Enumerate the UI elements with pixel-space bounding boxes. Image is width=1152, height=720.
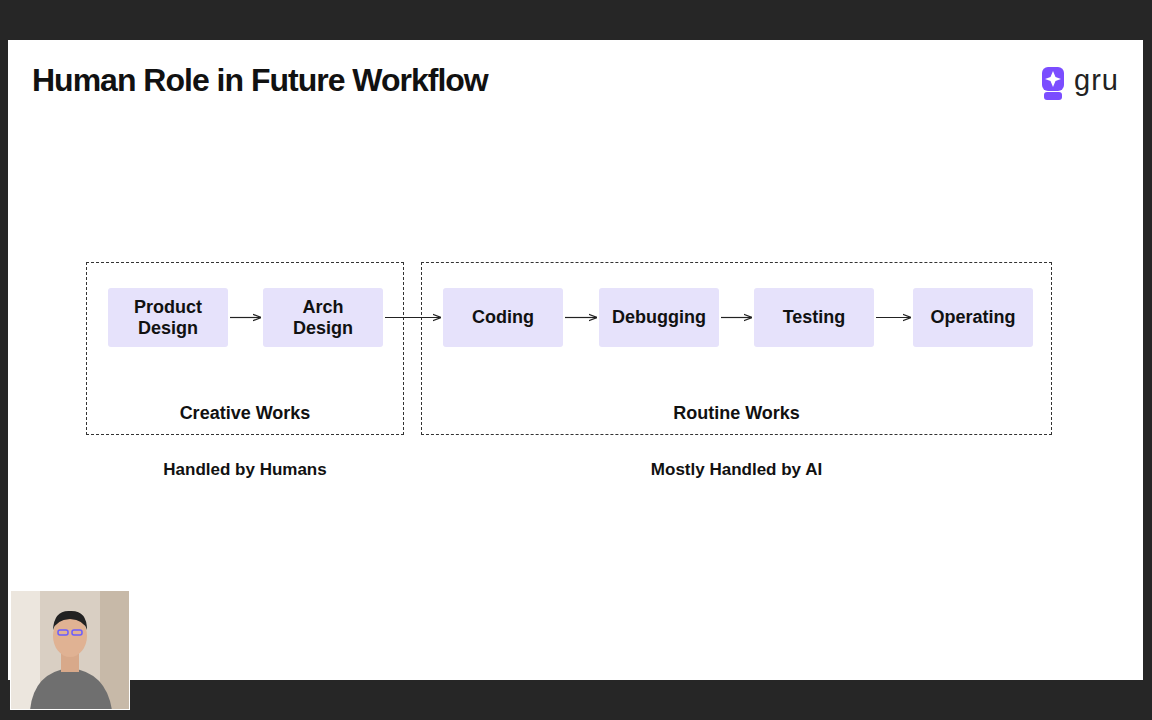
flow-arrow bbox=[565, 317, 597, 318]
webcam-video bbox=[10, 590, 130, 710]
box-label: Debugging bbox=[612, 307, 706, 328]
logo-text: gru bbox=[1074, 64, 1119, 97]
group-label: Creative Works bbox=[87, 403, 403, 424]
flow-arrow bbox=[876, 317, 911, 318]
process-box: Operating bbox=[913, 288, 1033, 347]
group-note: Mostly Handled by AI bbox=[422, 460, 1051, 480]
flow-arrow bbox=[230, 317, 261, 318]
box-label: Arch Design bbox=[271, 297, 375, 339]
process-box: Coding bbox=[443, 288, 563, 347]
box-label: Operating bbox=[930, 307, 1015, 328]
logo-icon bbox=[1042, 67, 1064, 100]
process-box: Testing bbox=[754, 288, 874, 347]
box-label: Product Design bbox=[116, 297, 220, 339]
box-label: Testing bbox=[783, 307, 846, 328]
box-label: Coding bbox=[472, 307, 534, 328]
slide-background bbox=[8, 40, 1143, 680]
group-box: Routine WorksMostly Handled by AICodingD… bbox=[421, 262, 1052, 435]
flow-arrow bbox=[721, 317, 752, 318]
process-box: Arch Design bbox=[263, 288, 383, 347]
group-box: Creative WorksHandled by HumansProduct D… bbox=[86, 262, 404, 435]
process-box: Debugging bbox=[599, 288, 719, 347]
flow-arrow bbox=[385, 317, 441, 318]
process-box: Product Design bbox=[108, 288, 228, 347]
slide-title: Human Role in Future Workflow bbox=[32, 62, 488, 99]
group-note: Handled by Humans bbox=[87, 460, 403, 480]
group-label: Routine Works bbox=[422, 403, 1051, 424]
